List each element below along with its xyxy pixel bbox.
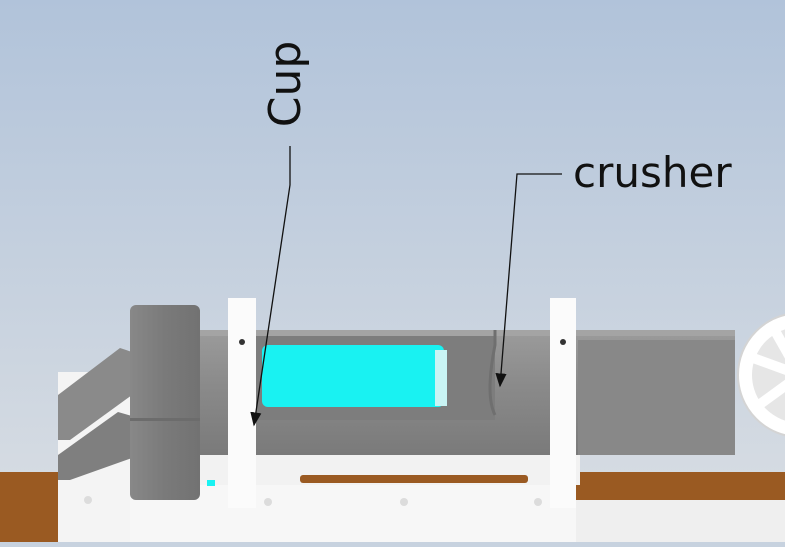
drive-wheel	[737, 313, 785, 437]
crusher-label: crusher	[573, 148, 732, 197]
left-bracket-lower	[58, 412, 132, 480]
base-hole	[84, 496, 92, 504]
tube-top-edge	[198, 330, 735, 336]
left-support-post	[228, 298, 256, 508]
crusher-leader-line	[495, 173, 562, 388]
cyan-marker	[207, 480, 215, 486]
base-hole	[534, 498, 542, 506]
post-hole	[239, 339, 245, 345]
base-rail-slot	[300, 475, 528, 483]
right-support-post	[550, 298, 576, 508]
left-bracket	[58, 348, 132, 440]
cup-leader-line	[250, 146, 291, 427]
cup-rim	[435, 350, 447, 406]
end-cap-band	[130, 418, 200, 421]
right-frame-edge	[576, 500, 785, 542]
end-cap	[130, 305, 200, 500]
cup-label: Cup	[260, 40, 311, 128]
post-hole	[560, 339, 566, 345]
crusher-groove	[488, 330, 497, 416]
right-tube-extension	[578, 340, 735, 455]
base-hole	[264, 498, 272, 506]
cup-liquid	[262, 345, 444, 407]
base-hole	[400, 498, 408, 506]
